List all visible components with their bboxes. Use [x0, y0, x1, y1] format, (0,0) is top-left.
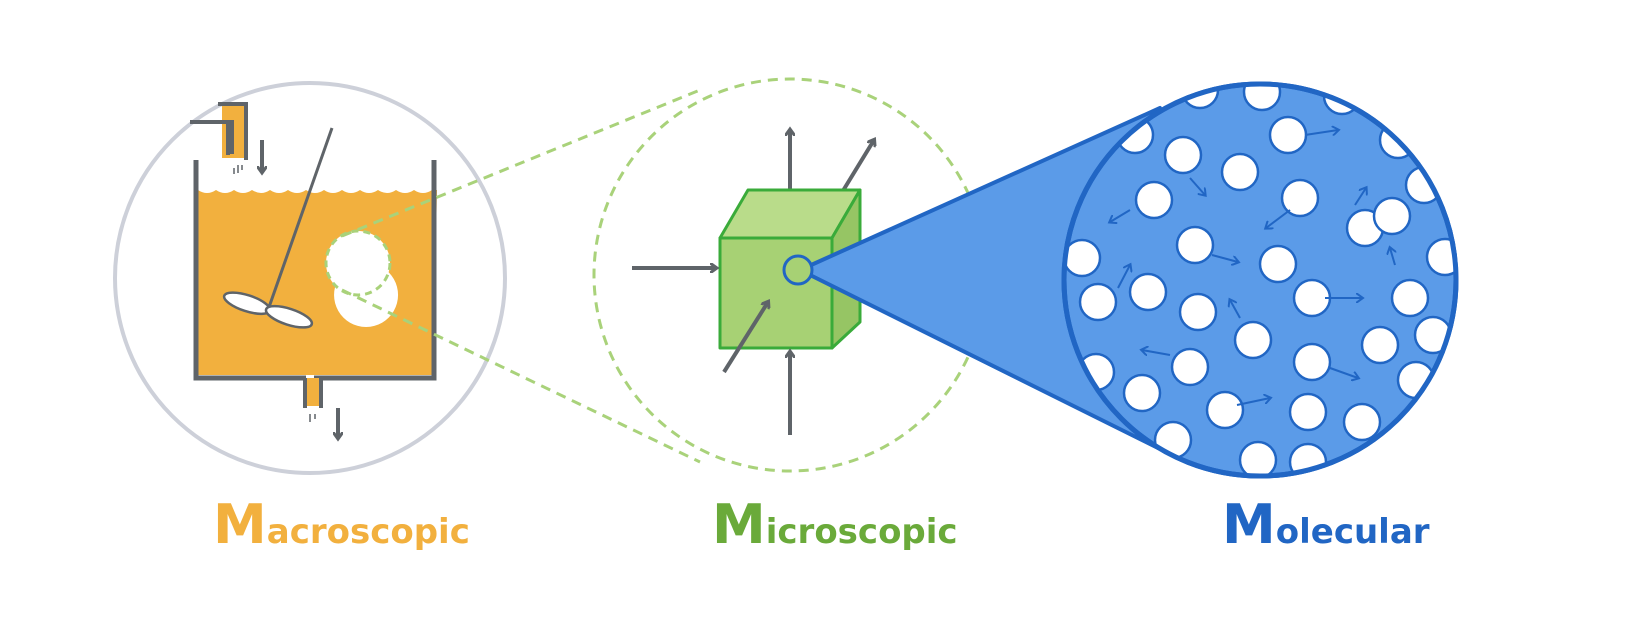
velocity-arrow	[1266, 209, 1291, 228]
molecule-icon	[1288, 392, 1328, 432]
molecular-panel	[782, 81, 1459, 479]
velocity-arrow	[1117, 265, 1130, 289]
molecule-icon	[1220, 152, 1260, 192]
molecule-icon	[1178, 292, 1218, 332]
outlet-pipe	[305, 378, 321, 406]
molecule-icon	[1292, 278, 1332, 318]
molecule-icon	[1122, 373, 1162, 413]
macroscopic-label: Macroscopic	[213, 498, 470, 552]
microscopic-label-text: icroscopic	[765, 512, 958, 552]
velocity-arrow	[1304, 130, 1338, 136]
molecules	[1064, 84, 1456, 476]
inlet-pipe	[190, 106, 246, 158]
flux-arrow-bottom-left	[722, 302, 768, 374]
molecule-icon	[1163, 135, 1203, 175]
molecule-icon	[1238, 440, 1278, 476]
macro-to-micro-connectors	[341, 88, 701, 464]
velocity-arrow	[1236, 398, 1270, 406]
molecule-icon	[1078, 282, 1118, 322]
molecule-velocity-arrows	[1110, 130, 1395, 406]
velocity-arrow	[1354, 188, 1366, 206]
molecule-icon	[1134, 180, 1174, 220]
molecule-icon	[1153, 420, 1193, 460]
microscopic-panel	[592, 77, 988, 473]
macroscopic-panel	[113, 81, 507, 475]
velocity-arrow	[1390, 248, 1395, 266]
macroscopic-label-text: acroscopic	[266, 512, 470, 552]
molecule-icon	[1170, 347, 1210, 387]
sample-region	[324, 229, 392, 297]
impeller-icon	[222, 291, 314, 329]
zoom-origin	[782, 254, 814, 286]
molecule-icon	[1205, 390, 1245, 430]
velocity-arrow	[1329, 367, 1358, 378]
macroscopic-label-initial: M	[213, 493, 267, 556]
molecule-icon	[1258, 244, 1298, 284]
molecule-icon	[1233, 320, 1273, 360]
velocity-arrow	[1230, 300, 1241, 319]
velocity-arrow	[1211, 254, 1238, 262]
velocity-arrow	[1142, 350, 1171, 356]
molecule-icon	[1128, 272, 1168, 312]
molecular-label-text: olecular	[1275, 512, 1430, 552]
molecule-icon	[1372, 196, 1412, 236]
stirred-tank-icon	[193, 160, 437, 381]
molecule-icon	[1390, 278, 1430, 318]
molecule-icon	[1292, 342, 1332, 382]
microscopic-label-initial: M	[712, 493, 766, 556]
microscopic-label: Microscopic	[712, 498, 958, 552]
molecule-icon	[1268, 115, 1308, 155]
molecule-icon	[1242, 84, 1282, 112]
molecular-label-initial: M	[1222, 493, 1276, 556]
control-volume-cube-icon	[718, 188, 862, 350]
molecule-icon	[1175, 225, 1215, 265]
stirrer-shaft	[266, 127, 334, 311]
velocity-arrow	[1110, 209, 1131, 222]
macroscopic-outline-circle	[113, 81, 507, 475]
molecular-label: Molecular	[1222, 498, 1430, 552]
velocity-arrow	[1189, 177, 1205, 195]
tank-liquid	[198, 190, 437, 375]
molecule-icon	[1342, 402, 1382, 442]
molecule-icon	[1064, 238, 1102, 278]
molecule-icon	[1280, 178, 1320, 218]
molecule-icon	[1360, 325, 1400, 365]
